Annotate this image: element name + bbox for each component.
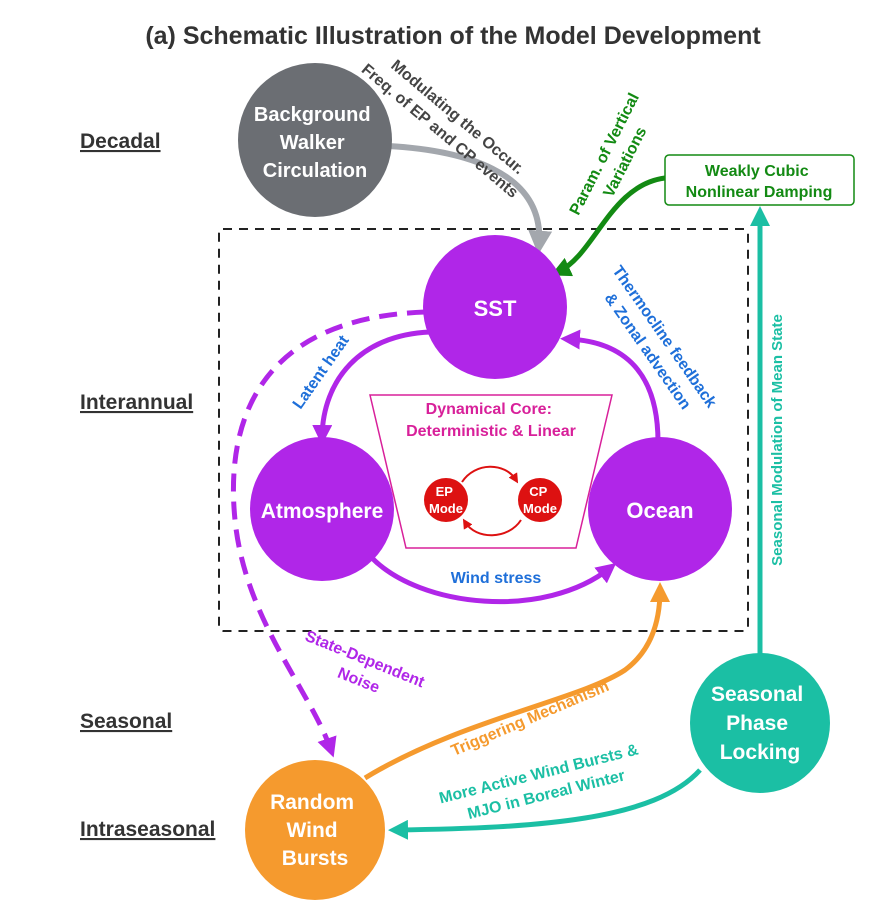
timescale-intraseasonal: Intraseasonal: [80, 818, 215, 841]
phase-locking-node: Seasonal Phase Locking: [690, 653, 830, 793]
svg-text:EP Mode: EP Mode: [429, 484, 463, 516]
triggering-arrow: [363, 582, 670, 781]
wind-bursts-node: Random Wind Bursts: [245, 760, 385, 900]
triggering-annotation: Triggering Mechanism: [449, 678, 612, 760]
noise-dashed-arrow: [230, 309, 426, 758]
ep-to-cp-arrow: [461, 465, 519, 484]
dynamical-core: Dynamical Core: Deterministic & Linear E…: [369, 394, 613, 549]
timescale-interannual: Interannual: [80, 391, 193, 414]
phase-locking-line-3: Locking: [720, 741, 801, 764]
walker-label-line-3: Circulation: [263, 160, 367, 182]
ocean-node: Ocean: [588, 437, 732, 581]
wind-bursts-line-3: Bursts: [282, 847, 349, 870]
svg-text:Dynamical Core: Determin: Dynamical Core: Deterministic & Linear: [406, 401, 576, 440]
damping-line-2: Nonlinear Damping: [686, 184, 833, 201]
core-title: Dynamical Core:: [426, 401, 552, 418]
sst-label: SST: [474, 296, 517, 321]
core-subtitle: Deterministic & Linear: [406, 423, 576, 440]
atmosphere-to-ocean-arrow: [369, 555, 617, 604]
ep-mode-node: EP Mode: [424, 478, 468, 522]
phase-locking-line-2: Phase: [726, 712, 788, 735]
phase-locking-line-1: Seasonal: [711, 683, 803, 706]
sst-to-atmosphere-arrow: [312, 329, 431, 445]
ocean-label: Ocean: [626, 498, 693, 523]
state-noise-annotation: State-Dependent Noise: [294, 628, 431, 713]
wind-bursts-line-2: Wind: [287, 819, 338, 842]
damping-to-sst-arrow: [550, 175, 666, 277]
damping-line-1: Weakly Cubic: [705, 163, 809, 180]
walker-label-line-2: Walker: [280, 132, 345, 154]
phase-to-bursts-arrow: [388, 768, 702, 840]
svg-text:Random Wind Bursts: Random Wind Bursts: [270, 791, 360, 870]
diagram-title: (a) Schematic Illustration of the Model …: [145, 22, 761, 50]
interannual-box: [218, 228, 749, 632]
svg-text:Seasonal Phase Loc: Seasonal Phase Locking: [711, 683, 809, 764]
ocean-to-sst-arrow: [560, 329, 661, 443]
cp-mode-line-2: Mode: [523, 501, 557, 516]
timescale-labels: Decadal Interannual Seasonal Intraseason…: [80, 130, 215, 841]
ep-mode-line-1: EP: [436, 484, 454, 499]
walker-label-line-1: Background: [254, 104, 371, 126]
walker-to-sst-arrow: [387, 143, 553, 255]
cp-mode-node: CP Mode: [518, 478, 562, 522]
svg-text:CP Mode: CP Mode: [523, 484, 557, 516]
ep-mode-line-2: Mode: [429, 501, 463, 516]
wind-bursts-line-1: Random: [270, 791, 354, 814]
seasonal-modulation-annotation: Seasonal Modulation of Mean State: [769, 314, 786, 566]
timescale-seasonal: Seasonal: [80, 710, 172, 733]
damping-box: Weakly Cubic Nonlinear Damping: [664, 154, 855, 206]
atmosphere-node: Atmosphere: [250, 437, 394, 581]
walker-node: Background Walker Circulation: [238, 63, 392, 217]
sst-node: SST: [423, 235, 567, 379]
svg-text:Background Walker: Background Walker Circulation: [254, 104, 376, 182]
atmosphere-label: Atmosphere: [261, 500, 384, 523]
timescale-decadal: Decadal: [80, 130, 161, 153]
svg-text:Weakly Cubic Nonlinear D: Weakly Cubic Nonlinear Damping: [686, 163, 833, 201]
cp-to-ep-arrow: [462, 518, 522, 537]
wind-stress-annotation: Wind stress: [451, 570, 542, 587]
cp-mode-line-1: CP: [529, 484, 547, 499]
